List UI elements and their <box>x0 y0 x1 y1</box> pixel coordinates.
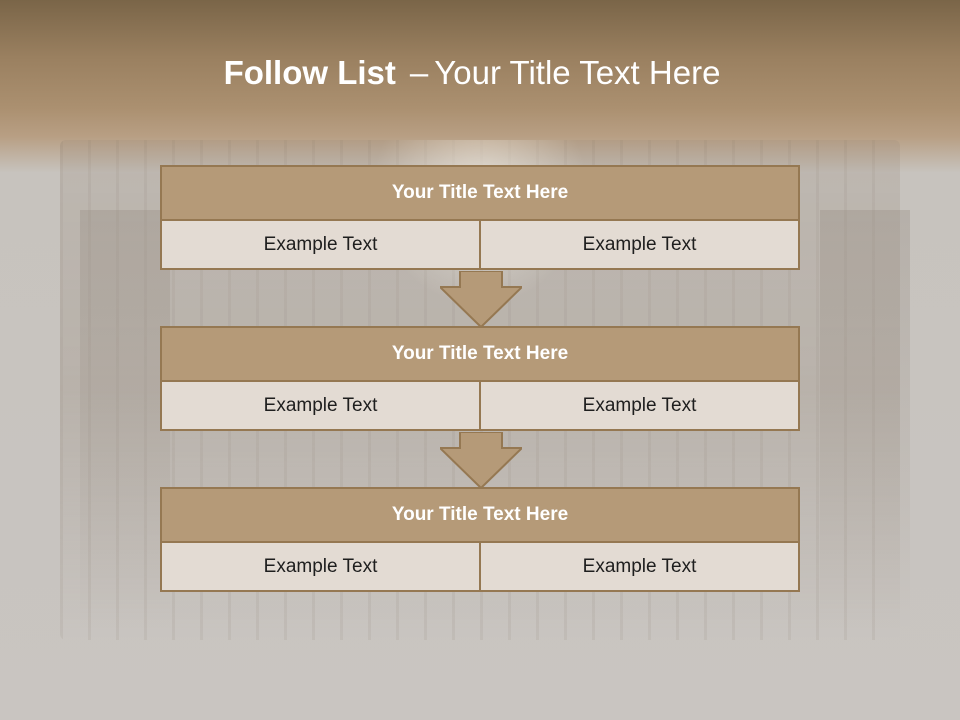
title-bold-part: Follow List <box>223 54 396 91</box>
list-block-2: Your Title Text Here Example Text Exampl… <box>160 326 800 431</box>
background-wall-left <box>80 210 170 630</box>
title-separator: – <box>409 54 429 91</box>
block-3-header: Your Title Text Here <box>160 487 800 543</box>
block-1-header: Your Title Text Here <box>160 165 800 221</box>
block-2-row: Example Text Example Text <box>160 382 800 431</box>
block-1-right-cell: Example Text <box>479 221 798 268</box>
down-arrow-icon <box>440 271 522 327</box>
list-block-1: Your Title Text Here Example Text Exampl… <box>160 165 800 270</box>
block-1-left-cell: Example Text <box>162 221 479 268</box>
block-3-right-cell: Example Text <box>479 543 798 590</box>
block-3-left-cell: Example Text <box>162 543 479 590</box>
block-2-right-cell: Example Text <box>479 382 798 429</box>
title-rest-part: Your Title Text Here <box>434 54 721 91</box>
block-3-row: Example Text Example Text <box>160 543 800 592</box>
block-2-left-cell: Example Text <box>162 382 479 429</box>
block-1-row: Example Text Example Text <box>160 221 800 270</box>
list-block-3: Your Title Text Here Example Text Exampl… <box>160 487 800 592</box>
down-arrow-icon <box>440 432 522 488</box>
block-2-header: Your Title Text Here <box>160 326 800 382</box>
slide-title: Follow List–Your Title Text Here <box>0 54 944 92</box>
background-wall-right <box>820 210 910 630</box>
